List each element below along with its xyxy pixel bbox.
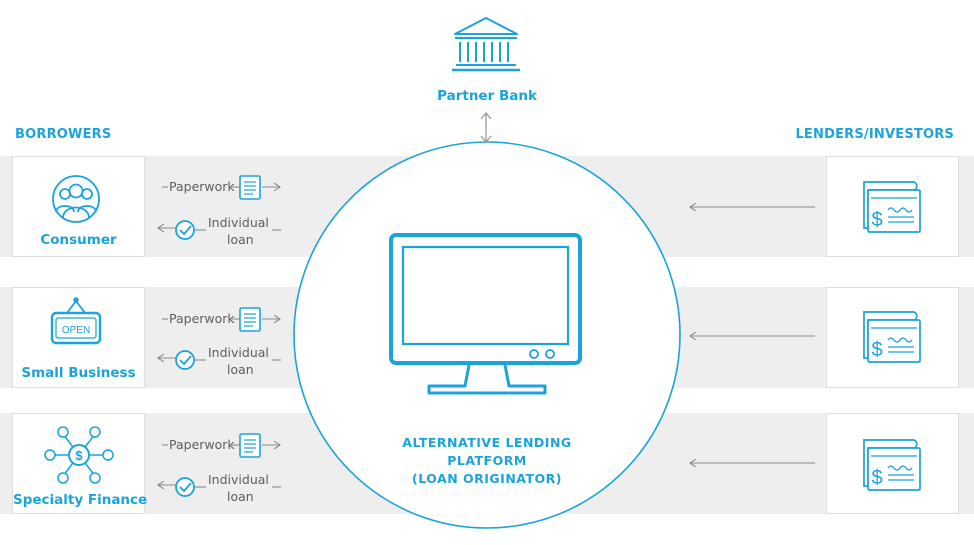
people-icon: [52, 175, 100, 223]
lenders-heading: LENDERS/INVESTORS: [795, 127, 954, 142]
individual-label-consumer: Individual: [208, 215, 269, 230]
paperwork-icon: [239, 433, 261, 458]
borrower-box-specialty-finance: Specialty Finance: [12, 413, 148, 514]
bank-platform-arrow: [480, 111, 492, 144]
platform-label-line3: (LOAN ORIGINATOR): [412, 471, 562, 486]
loan-label-consumer: loan: [227, 232, 254, 247]
individual-label-small-business: Individual: [208, 345, 269, 360]
borrower-label-specialty-finance: Specialty Finance: [13, 492, 148, 508]
partner-bank-label: Partner Bank: [437, 88, 537, 104]
platform-label-line1: ALTERNATIVE LENDING: [402, 435, 572, 450]
platform-label-line2: PLATFORM: [447, 453, 527, 468]
borrower-box-consumer: Consumer: [12, 156, 145, 257]
check-ledger-icon: $: [863, 439, 921, 491]
bank-icon: [452, 17, 520, 72]
check-ledger-icon: $: [863, 181, 921, 233]
monitor-icon: [389, 233, 582, 395]
check-circle-icon: [175, 220, 195, 240]
flow-row-consumer: [158, 175, 281, 240]
flow-row-small-business: [158, 307, 281, 370]
check-circle-icon: [175, 350, 195, 370]
svg-text:$: $: [75, 448, 83, 463]
paperwork-label-specialty-finance: Paperwork: [169, 437, 235, 452]
lender-box-1: [826, 156, 959, 257]
paperwork-icon: [239, 175, 261, 200]
borrowers-heading: BORROWERS: [15, 127, 112, 142]
svg-text:$: $: [871, 339, 882, 361]
flow-row-specialty-finance: [158, 433, 281, 497]
check-circle-icon: [175, 477, 195, 497]
loan-label-specialty-finance: loan: [227, 489, 254, 504]
platform-label: ALTERNATIVE LENDING PLATFORM (LOAN ORIGI…: [380, 434, 594, 488]
borrower-label-consumer: Consumer: [40, 232, 117, 248]
loan-label-small-business: loan: [227, 362, 254, 377]
svg-text:$: $: [871, 467, 882, 489]
check-ledger-icon: $: [863, 311, 921, 363]
open-sign-text: OPEN: [62, 325, 90, 336]
paperwork-icon: [239, 307, 261, 332]
paperwork-label-consumer: Paperwork: [169, 179, 235, 194]
borrower-label-small-business: Small Business: [21, 365, 136, 381]
open-sign-icon: OPEN: [50, 297, 102, 345]
dollar-network-icon: $: [44, 426, 114, 484]
paperwork-label-small-business: Paperwork: [169, 311, 235, 326]
svg-text:$: $: [871, 209, 882, 231]
individual-label-specialty-finance: Individual: [208, 472, 269, 487]
